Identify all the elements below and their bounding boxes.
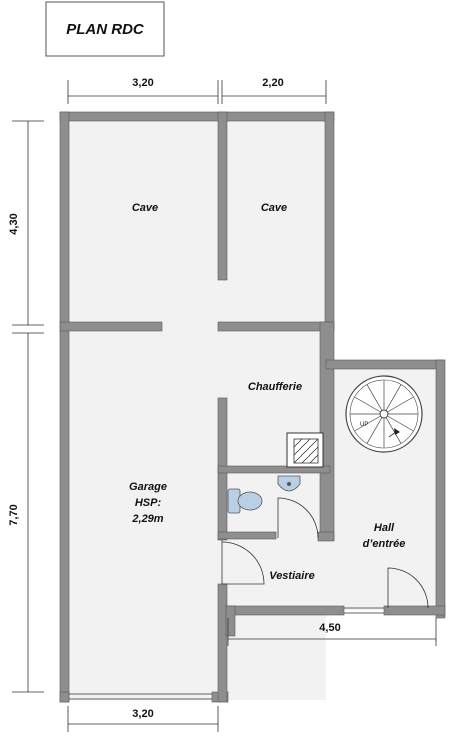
door-wc: [277, 497, 319, 539]
label-cave-right: Cave: [261, 202, 287, 214]
label-garage-2: HSP:: [135, 497, 162, 509]
stair-step: [387, 415, 414, 432]
door-garage: [221, 541, 265, 585]
label-hall-1: Hall: [374, 522, 395, 534]
title-frame: [45, 1, 165, 57]
dim-left-lower: 7,70: [8, 504, 20, 525]
stair-up-label: UP: [360, 422, 368, 428]
walls: [59, 111, 446, 703]
sink-icon: [277, 475, 301, 492]
wc-fixtures: [227, 475, 301, 514]
dim-top-right: 2,20: [262, 77, 283, 89]
stair-step: [387, 396, 414, 413]
spiral-stair: UP: [345, 375, 423, 453]
stair-step: [385, 417, 402, 444]
stair-step: [354, 396, 381, 413]
label-hall-2: d’entrée: [363, 538, 406, 550]
dim-left-upper: 4,30: [8, 213, 20, 234]
label-garage-3: 2,29m: [131, 513, 163, 525]
plan-title: PLAN RDC: [66, 21, 145, 38]
title-block: PLAN RDC: [45, 1, 165, 57]
label-garage-1: Garage: [129, 481, 167, 493]
stair-step: [385, 384, 402, 411]
toilet-icon: [227, 488, 263, 514]
doors: [69, 497, 429, 700]
dim-top-left: 3,20: [132, 77, 153, 89]
label-chaufferie: Chaufferie: [248, 381, 302, 393]
stair-step: [366, 417, 383, 444]
stair-step: [354, 415, 381, 432]
dim-bottom-right: 4,50: [319, 622, 340, 634]
label-cave-left: Cave: [132, 202, 158, 214]
dim-bottom-left: 3,20: [132, 708, 153, 720]
label-vestiaire: Vestiaire: [269, 570, 314, 582]
door-entrance: [387, 567, 429, 609]
room-labels: Cave Cave Chaufferie Garage HSP: 2,29m H…: [129, 202, 405, 582]
chaufferie-duct: [286, 432, 324, 468]
stair-step: [366, 384, 383, 411]
dimensions: 3,20 2,20 4,30 7,70 4,50 3,20: [8, 77, 437, 732]
